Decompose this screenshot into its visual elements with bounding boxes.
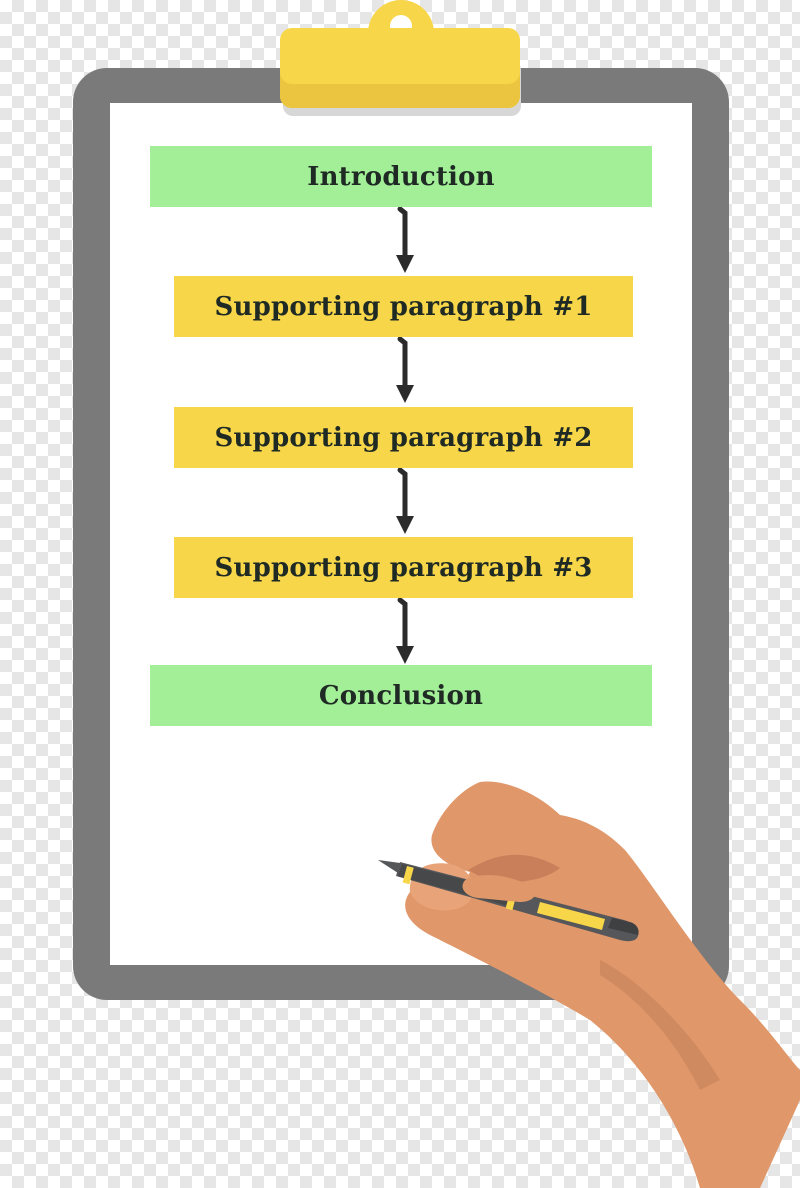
flow-node-supporting-1: Supporting paragraph #1	[174, 276, 633, 337]
flow-arrow-2	[396, 337, 414, 403]
node-label: Supporting paragraph #3	[214, 552, 593, 583]
flow-node-supporting-3: Supporting paragraph #3	[174, 537, 633, 598]
flow-node-supporting-2: Supporting paragraph #2	[174, 407, 633, 468]
flow-node-introduction: Introduction	[150, 146, 652, 207]
node-label: Supporting paragraph #2	[214, 422, 593, 453]
thumb	[462, 875, 536, 902]
clipboard-clip	[280, 28, 520, 108]
node-label: Conclusion	[318, 680, 484, 711]
node-label: Introduction	[307, 161, 495, 192]
flow-arrow-4	[396, 598, 414, 664]
clipboard-paper	[110, 103, 692, 965]
flow-arrow-3	[396, 468, 414, 534]
arm-shape	[405, 781, 800, 1188]
flow-arrow-1	[396, 207, 414, 273]
flow-node-conclusion: Conclusion	[150, 665, 652, 726]
node-label: Supporting paragraph #1	[214, 291, 593, 322]
wrist-shadow	[600, 960, 720, 1090]
